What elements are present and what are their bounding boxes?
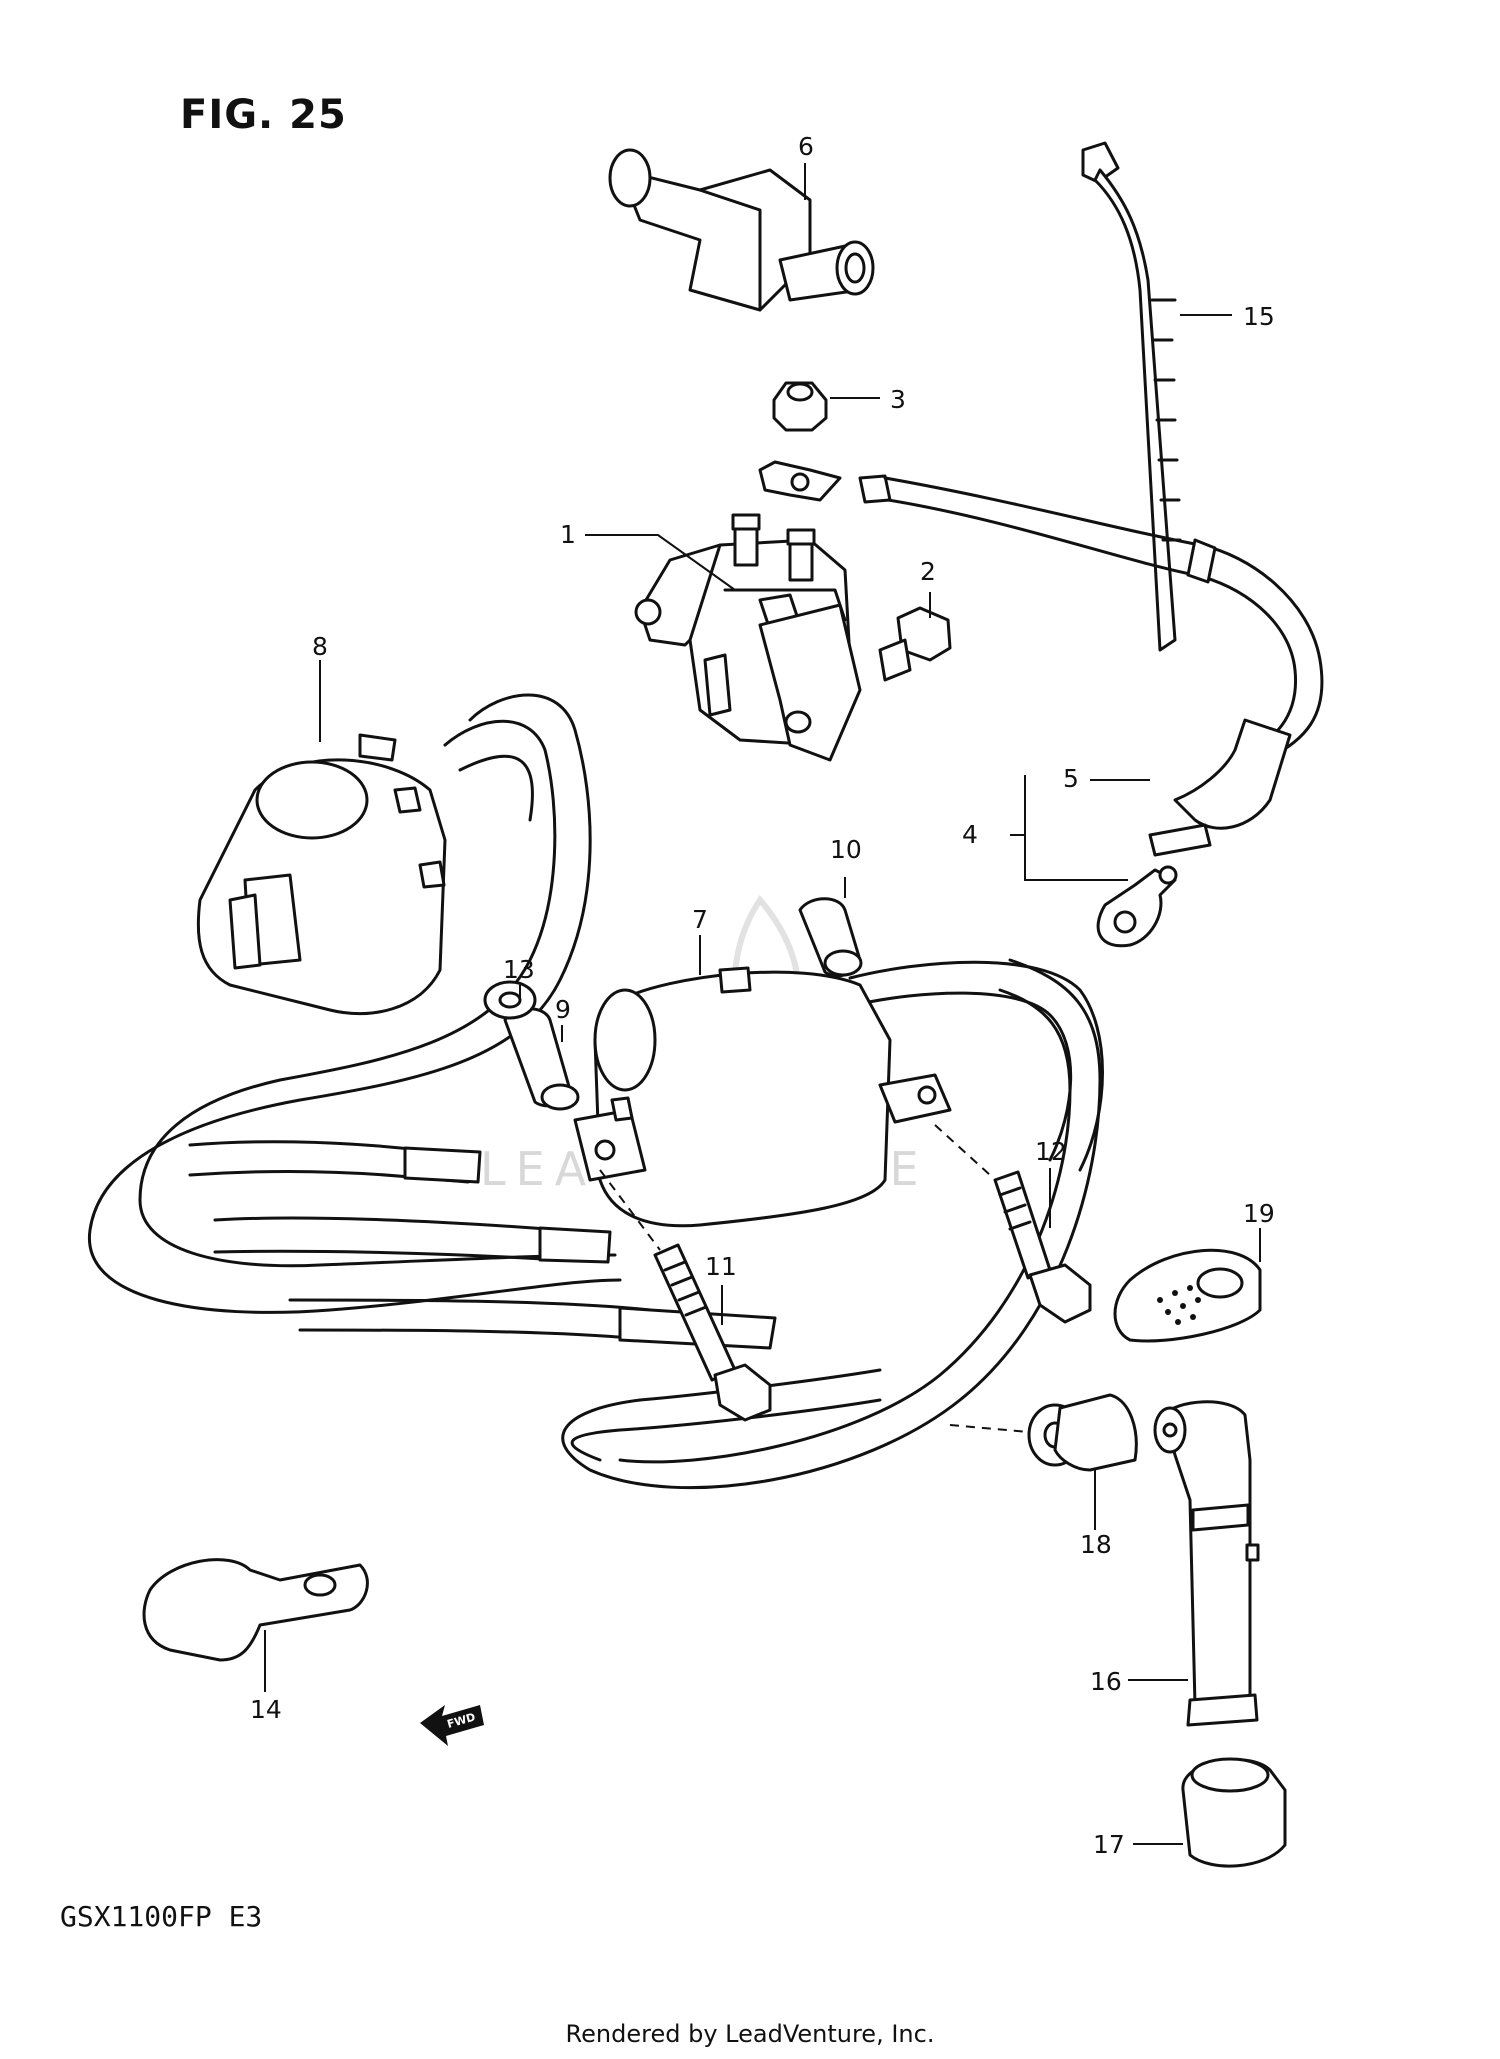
part-9-cap	[503, 1007, 580, 1111]
part-12-bolt	[934, 1124, 1092, 1324]
callout-19: 19	[1243, 1199, 1275, 1228]
callout-15: 15	[1243, 302, 1275, 331]
part-4-5-battery-cable	[758, 460, 1324, 948]
part-1-starter-relay	[634, 513, 862, 762]
callout-6: 6	[798, 132, 814, 161]
part-15-cable-tie	[1081, 141, 1182, 652]
part-2-screw	[878, 606, 952, 682]
leader-lines	[264, 163, 1261, 1845]
part-8-ignition-coil	[88, 693, 622, 1314]
callout-9: 9	[555, 995, 571, 1024]
footer-credit: Rendered by LeadVenture, Inc.	[565, 2020, 935, 2048]
part-19-plate	[1113, 1248, 1262, 1343]
part-11-bolt	[599, 1169, 772, 1422]
callout-10: 10	[830, 835, 862, 864]
part-18-grommet	[1027, 1393, 1138, 1472]
callout-17: 17	[1093, 1830, 1125, 1859]
part-13-washer	[483, 980, 537, 1020]
callout-8: 8	[312, 632, 328, 661]
callout-12: 12	[1035, 1137, 1067, 1166]
callout-13: 13	[503, 955, 535, 984]
part-10-cap	[798, 897, 863, 978]
part-3-nut	[772, 381, 828, 432]
callout-16: 16	[1090, 1667, 1122, 1696]
part-6-connector	[608, 148, 875, 312]
callout-2: 2	[920, 557, 936, 586]
part-7-ignition-coil	[573, 960, 1104, 1228]
callout-3: 3	[890, 385, 906, 414]
callout-4: 4	[962, 820, 978, 849]
figure-title: FIG. 25	[180, 92, 347, 138]
part-16-plug-cap	[1153, 1400, 1260, 1727]
callout-7: 7	[692, 905, 708, 934]
callout-1: 1	[560, 520, 576, 549]
callout-5: 5	[1063, 764, 1079, 793]
callout-14: 14	[250, 1695, 282, 1724]
callout-18: 18	[1080, 1530, 1112, 1559]
part-14-clamp	[142, 1558, 369, 1662]
part-17-cover	[1181, 1757, 1287, 1868]
fwd-arrow-icon: FWD	[420, 1705, 484, 1746]
model-code: GSX1100FP E3	[60, 1900, 263, 1933]
callout-labels: 6 3 15 1 2 5 4 8 7 10 13 9 11 12 19 18 1…	[250, 132, 1275, 1859]
callout-11: 11	[705, 1252, 737, 1281]
